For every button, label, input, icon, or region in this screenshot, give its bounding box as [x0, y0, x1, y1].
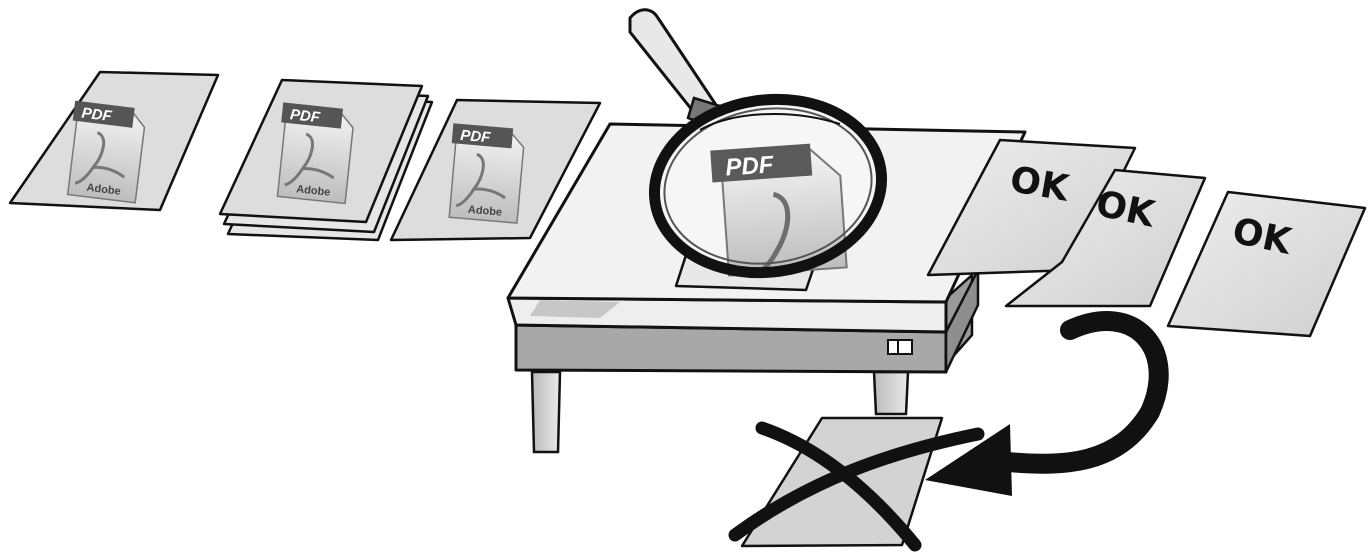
table-leg: [532, 372, 560, 452]
pdf-badge-text: PDF: [725, 151, 776, 181]
drawer-handle: [888, 340, 912, 354]
pdf-document-1: PDF Adobe: [10, 72, 218, 210]
adobe-pdf-icon: PDF Adobe: [64, 101, 147, 203]
table-leg: [874, 372, 908, 414]
pdf-document-stack: PDF Adobe: [220, 80, 432, 240]
pdf-badge-text: PDF: [460, 127, 492, 147]
adobe-pdf-icon: PDF Adobe: [273, 102, 354, 203]
pdf-badge-text: PDF: [289, 106, 321, 126]
adobe-pdf-icon: PDF Adobe: [445, 123, 525, 223]
approved-document-3: OK: [1168, 192, 1365, 336]
